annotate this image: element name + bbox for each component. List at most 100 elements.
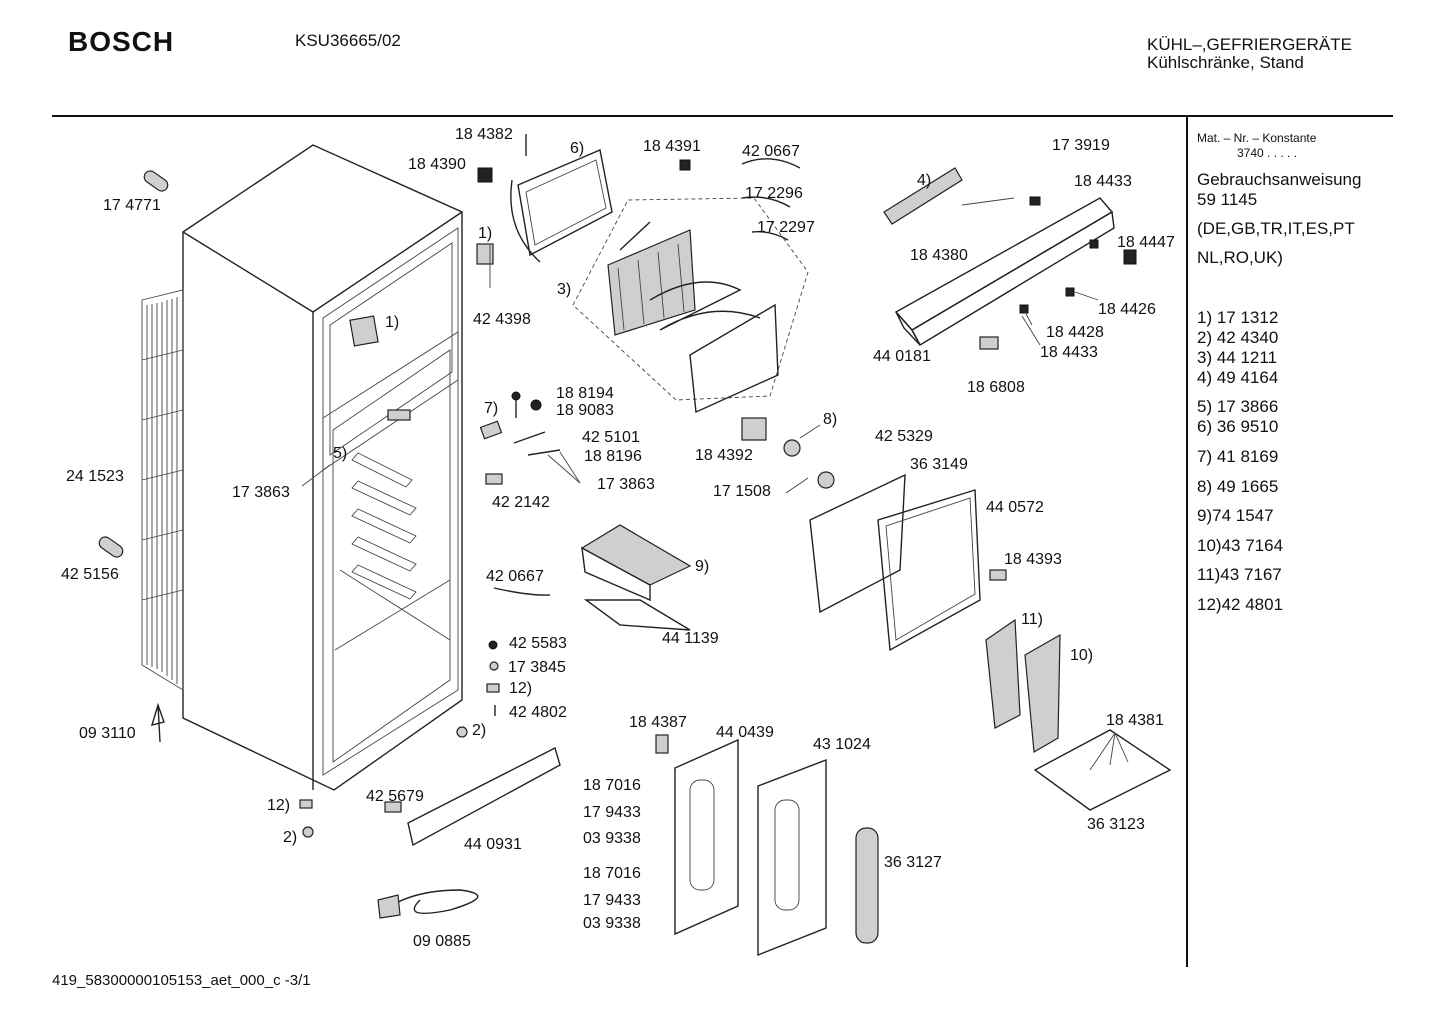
fridge-cabinet-drawing (141, 144, 463, 791)
part-label: 03 9338 (583, 830, 641, 847)
ref-item: 10)43 7164 (1197, 536, 1284, 555)
part-label: 36 3127 (884, 854, 942, 871)
part-label: 3) (557, 281, 571, 298)
part-label: 12) (267, 797, 290, 814)
ref-item: 6) 36 9510 (1197, 417, 1279, 436)
base-plate (1033, 729, 1172, 811)
drawer-front (407, 746, 561, 847)
leader-lines (301, 245, 1129, 771)
part-label: 24 1523 (66, 468, 124, 485)
part-label: 18 4393 (1004, 551, 1062, 568)
part-label: 7) (484, 400, 498, 417)
part-label: 18 4390 (408, 156, 466, 173)
languages-line2: NL,RO,UK) (1197, 248, 1283, 267)
door-liner-panels (655, 734, 879, 957)
part-label: 42 0667 (486, 568, 544, 585)
part-label: 8) (823, 411, 837, 428)
part-label: 18 4428 (1046, 324, 1104, 341)
ref-item: 3) 44 1211 (1197, 348, 1278, 367)
document-code: 419_58300000105153_aet_000_c -3/1 (52, 972, 311, 989)
part-label: 44 0181 (873, 348, 931, 365)
ref-item: 9)74 1547 (1197, 506, 1274, 525)
part-label: 42 5329 (875, 428, 933, 445)
part-label: 1) (385, 314, 399, 331)
manual-label: Gebrauchsanweisung (1197, 170, 1362, 189)
part-label: 17 3863 (232, 484, 290, 501)
part-label: 17 3919 (1052, 137, 1110, 154)
part-label: 42 0667 (742, 143, 800, 160)
part-label: 17 2296 (745, 185, 803, 202)
part-label: 09 0885 (413, 933, 471, 950)
part-label: 17 9433 (583, 804, 641, 821)
part-label: 18 4381 (1106, 712, 1164, 729)
filter-cylinder-icon (98, 170, 169, 558)
part-label: 18 4391 (643, 138, 701, 155)
mat-value: 3740 . . . . . (1237, 146, 1298, 160)
part-label: 4) (917, 172, 931, 189)
part-label: 5) (333, 445, 347, 462)
part-label: 18 4392 (695, 447, 753, 464)
ref-item: 2) 42 4340 (1197, 328, 1279, 347)
part-label: 42 5156 (61, 566, 119, 583)
ref-item: 12)42 4801 (1197, 595, 1284, 614)
part-label: 11) (1021, 611, 1043, 628)
part-label: 36 3123 (1087, 816, 1145, 833)
part-label: 42 5679 (366, 788, 424, 805)
exploded-parts-diagram: 18 4382 18 4390 6) 18 4391 42 0667 17 22… (61, 126, 1175, 957)
part-label: 17 1508 (713, 483, 771, 500)
part-label: 44 0439 (716, 724, 774, 741)
part-label: 18 4433 (1040, 344, 1098, 361)
part-label: 17 9433 (583, 892, 641, 909)
part-label: 18 4426 (1098, 301, 1156, 318)
part-label: 44 0572 (986, 499, 1044, 516)
power-cord (381, 889, 479, 914)
part-label: 17 4771 (103, 197, 161, 214)
part-label: 44 1139 (662, 630, 719, 647)
part-label: 43 1024 (813, 736, 871, 753)
part-label: 6) (570, 140, 584, 157)
part-label: 42 5101 (582, 429, 640, 446)
part-label: 17 3845 (508, 659, 566, 676)
part-label: 44 0931 (464, 836, 522, 853)
fan-duct-cover (580, 524, 692, 631)
header-divider (52, 115, 1393, 117)
ref-item: 11)43 7167 (1197, 565, 1282, 584)
brand-logo: BOSCH (68, 26, 175, 57)
part-label: 42 4802 (509, 704, 567, 721)
languages-line1: (DE,GB,TR,IT,ES,PT (1197, 219, 1355, 238)
air-duct-covers (985, 618, 1061, 753)
part-label: 1) (478, 225, 492, 242)
category-subtitle: Kühlschränke, Stand (1147, 53, 1304, 72)
part-label: 18 4382 (455, 126, 513, 143)
part-label: 18 7016 (583, 865, 641, 882)
part-label: 12) (509, 680, 532, 697)
part-label: 2) (283, 829, 297, 846)
evaporator-assembly-drawing (572, 197, 809, 414)
condenser-grid (141, 289, 184, 691)
manual-number: 59 1145 (1197, 190, 1258, 209)
control-panel-bar (883, 167, 1137, 350)
part-label: 03 9338 (583, 915, 641, 932)
part-label: 10) (1070, 647, 1093, 664)
ref-item: 7) 41 8169 (1197, 447, 1279, 466)
part-label: 42 4398 (473, 311, 531, 328)
part-label: 42 2142 (492, 494, 550, 511)
part-label: 42 5583 (509, 635, 567, 652)
part-label: 18 6808 (967, 379, 1025, 396)
part-label: 18 4387 (629, 714, 687, 731)
small-hardware-parts (299, 391, 835, 838)
part-label: 18 4447 (1117, 234, 1175, 251)
ref-item: 4) 49 4164 (1197, 368, 1279, 387)
part-label: 18 4433 (1074, 173, 1132, 190)
part-label: 18 8194 (556, 385, 614, 402)
model-number: KSU36665/02 (295, 31, 401, 50)
part-label: 2) (472, 722, 486, 739)
part-label: 18 7016 (583, 777, 641, 794)
evaporator-frame-drawing (477, 134, 801, 263)
ref-item: 5) 17 3866 (1197, 397, 1279, 416)
rear-panels (809, 473, 1007, 652)
part-label: 09 3110 (79, 725, 136, 742)
sidebar-divider (1186, 117, 1188, 967)
part-label: 18 9083 (556, 402, 614, 419)
part-label: 18 8196 (584, 448, 642, 465)
